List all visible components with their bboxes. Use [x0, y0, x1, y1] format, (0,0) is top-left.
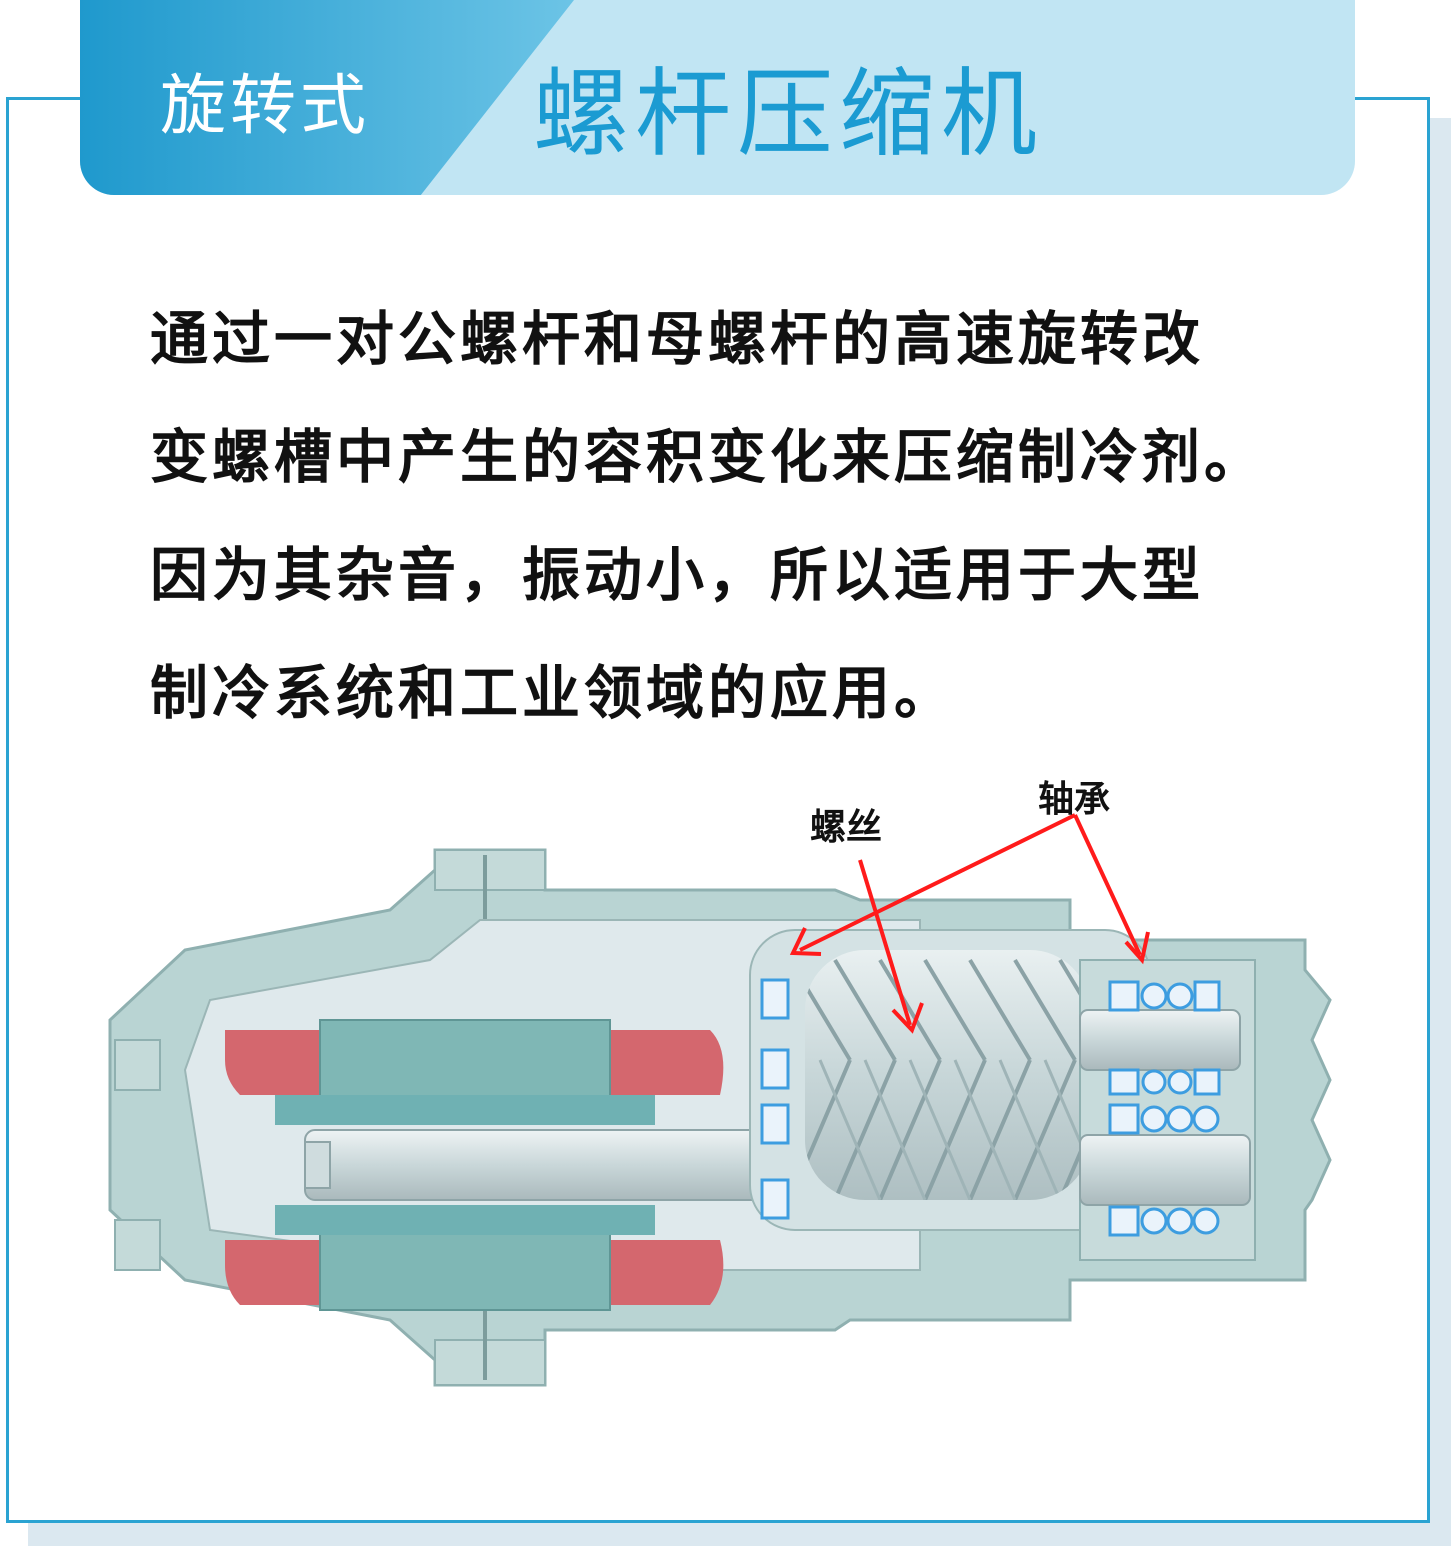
description-line-1: 通过一对公螺杆和母螺杆的高速旋转改: [150, 305, 1205, 373]
inlet-bearing-mid-bottom: [760, 1103, 790, 1145]
rotor-core-bottom: [275, 1205, 655, 1235]
header-banner: [80, 0, 1355, 195]
bearing-label: 轴承: [1038, 779, 1111, 820]
description-line-3: 因为其杂音，振动小，所以适用于大型: [150, 541, 1205, 609]
lower-output-shaft: [1079, 1134, 1251, 1206]
page-title: 螺杆压缩机: [533, 58, 1043, 170]
main-shaft: [304, 1129, 806, 1201]
top-flange: [434, 849, 546, 891]
left-flange-bottom: [114, 1219, 161, 1271]
description-paragraph: 通过一对公螺杆和母螺杆的高速旋转改 变螺槽中产生的容积变化来压缩制冷剂。 因为其…: [150, 280, 1310, 752]
inlet-bearing-bottom: [760, 1178, 790, 1220]
discharge-housing: [1079, 959, 1256, 1261]
stator-coil-top-left: [225, 1030, 320, 1095]
annotation-arrows: [789, 813, 1150, 1034]
shaft-end: [304, 1141, 331, 1189]
upper-output-shaft: [1079, 1009, 1241, 1071]
description-line-2: 变螺槽中产生的容积变化来压缩制冷剂。: [150, 423, 1267, 491]
stator-coil-bottom-left: [225, 1240, 320, 1305]
stator-coil-bottom-right: [610, 1240, 724, 1305]
inlet-bearing-top: [760, 978, 790, 1020]
compressor-cross-section: [108, 813, 1332, 1387]
bottom-flange: [434, 1339, 546, 1386]
category-label: 旋转式: [160, 67, 370, 144]
screw-compressor-diagram: 螺丝 轴承: [90, 760, 1350, 1440]
screw-label: 螺丝: [810, 807, 883, 848]
discharge-bearings: [1108, 980, 1221, 1237]
rotor-core-top: [275, 1095, 655, 1125]
stator-coil-top-right: [610, 1030, 724, 1095]
left-flange-top: [114, 1039, 161, 1091]
description-line-4: 制冷系统和工业领域的应用。: [150, 659, 957, 727]
screw-rotors: [805, 950, 1090, 1200]
inlet-bearing-mid-top: [760, 1048, 790, 1090]
